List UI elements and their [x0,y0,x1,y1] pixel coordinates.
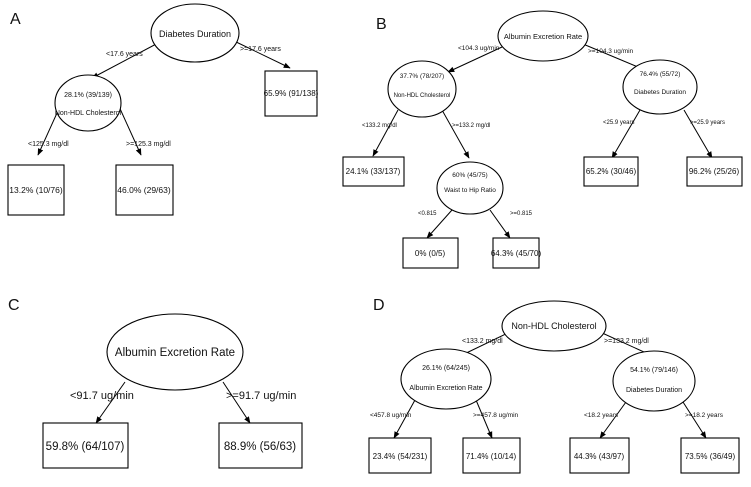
edge-label-d-root-right: >=133.2 mg/dl [604,338,649,345]
leaf-c-r [218,422,303,469]
edge-label-b-n3-right: >=0.815 [510,211,533,217]
edge-c-root-left [95,381,126,424]
leaf-a-lr-text: 46.0% (29/63) [117,185,171,195]
edge-b-n1-left [372,109,399,157]
node-d-root-text: Non-HDL Cholesterol [511,321,596,331]
panel-b: B Albumin Excretion Rate 37.7% (78/207) … [342,10,743,269]
node-a-n1 [54,74,122,132]
edge-b-n3-left [426,209,453,239]
panel-c: C Albumin Excretion Rate 59.8% (64/107) … [8,297,303,469]
edge-label-d-n2-right: >=18.2 years [685,412,724,419]
node-d-n2 [612,350,696,412]
leaf-a-right-text: 65.9% (91/138) [264,89,319,98]
edge-b-n1-right [441,109,470,159]
edge-d-n2-right [682,401,707,439]
leaf-c-l [42,422,129,469]
leaf-c-l-text: 59.8% (64/107) [46,441,125,453]
panel-d: D Non-HDL Cholesterol 26.1% (64/245) Alb… [368,297,740,474]
edge-label-b-n2-left: <25.9 years [603,120,635,126]
edge-label-d-n2-left: <18.2 years [584,412,619,419]
node-b-n1-line2: Non-HDL Cholesterol [394,93,451,99]
edge-c-root-right [222,381,251,424]
edge-b-n2-right [683,109,713,159]
node-d-n1 [400,348,492,410]
edge-label-d-n1-left: <457.8 ug/min [370,412,412,419]
leaf-b-a-text: 24.1% (33/137) [346,167,401,176]
panel-d-label: D [373,297,385,314]
panel-a: A Diabetes Duration 28.1% (39/139) Non-H… [7,3,319,216]
node-b-n3-line2: Waist to Hip Ratio [444,187,496,194]
leaf-d-b [462,437,521,474]
edge-d-n1-right [475,399,493,439]
leaf-b-b-text: 0% (0/5) [415,249,446,258]
edge-d-n1-left [393,399,416,439]
leaf-b-d [583,156,639,187]
leaf-a-lr [115,164,174,216]
node-a-root [150,3,240,63]
edge-b-n3-right [489,209,511,239]
leaf-a-ll [7,164,65,216]
node-a-root-text: Diabetes Duration [159,29,231,39]
node-d-n2-line1: 54.1% (79/146) [630,367,678,374]
node-c-root [106,313,244,391]
edge-b-n2-left [611,109,641,159]
edge-label-c-root-left: <91.7 ug/min [70,390,134,402]
node-c-root-text: Albumin Excretion Rate [115,347,235,359]
edge-label-b-n3-left: <0.815 [418,211,437,217]
node-a-n1-line2: Non-HDL Cholesterol [55,110,122,117]
leaf-d-c-text: 44.3% (43/97) [574,452,625,461]
panel-a-label: A [10,11,21,28]
edge-label-b-n2-right: >=25.9 years [690,120,725,126]
node-d-root [501,300,607,352]
panel-c-label: C [8,297,20,314]
node-b-n3 [436,161,504,215]
node-b-root [497,10,589,62]
leaf-b-c-text: 64.3% (45/70) [491,249,542,258]
node-b-n2-line1: 76.4% (55/72) [640,71,681,78]
leaf-b-d-text: 65.2% (30/46) [586,167,637,176]
node-d-n1-line1: 26.1% (64/245) [422,365,470,372]
edge-label-a-root-left: <17.6 years [106,51,143,58]
leaf-d-a-text: 23.4% (54/231) [373,452,428,461]
edge-d-n2-left [599,401,627,439]
leaf-c-r-text: 88.9% (56/63) [224,441,296,453]
edge-label-a-n1-right: >=125.3 mg/dl [126,141,171,148]
leaf-d-d [680,437,740,474]
leaf-b-a [342,156,405,187]
leaf-d-b-text: 71.4% (10/14) [466,452,517,461]
edge-a-root-right [231,39,291,69]
node-b-n3-line1: 60% (45/75) [452,172,487,179]
node-d-n1-line2: Albumin Excretion Rate [409,385,482,392]
edge-b-root-left [447,46,503,73]
leaf-a-ll-text: 13.2% (10/76) [9,185,63,195]
leaf-b-b [402,237,459,269]
node-a-n1-line1: 28.1% (39/139) [64,92,112,99]
leaf-d-c [569,437,630,474]
node-b-n2-line2: Diabetes Duration [634,89,686,96]
node-b-n1-line1: 37.7% (78/207) [400,73,444,80]
edge-label-a-n1-left: <125.3 mg/dl [28,141,69,148]
edge-label-a-root-right: >=17.6 years [240,46,281,53]
edge-label-b-n1-left: <133.2 mg/dl [362,123,397,129]
edge-label-d-n1-right: >=457.8 ug/min [473,412,519,419]
edge-label-b-root-right: >=104.3 ug/min [588,48,634,55]
node-d-n2-line2: Diabetes Duration [626,387,682,394]
edge-a-root-left [91,41,161,79]
leaf-b-e [686,156,743,187]
edge-label-c-root-right: >=91.7 ug/min [226,390,296,402]
edge-a-n1-right [116,101,142,156]
leaf-b-e-text: 96.2% (25/26) [689,167,740,176]
leaf-d-a [368,437,432,474]
leaf-d-d-text: 73.5% (36/49) [685,452,736,461]
leaf-a-right [264,70,318,117]
edge-label-b-root-left: <104.3 ug/min [458,45,500,52]
node-b-root-text: Albumin Excretion Rate [504,32,582,41]
edge-label-b-n1-right: >=133.2 mg/dl [452,123,490,129]
node-b-n1 [387,60,457,118]
edge-label-d-root-left: <133.2 mg/dl [462,338,503,345]
panel-b-label: B [376,16,387,33]
node-b-n2 [622,59,698,115]
leaf-b-c [492,237,540,269]
